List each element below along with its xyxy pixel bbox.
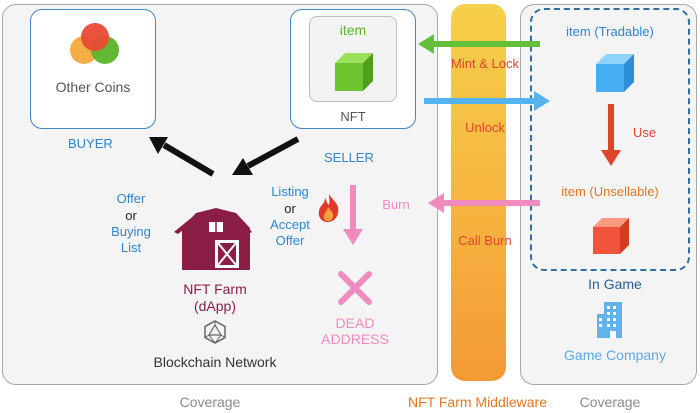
- buyer-label: BUYER: [68, 136, 113, 151]
- listing-line1: Listing: [271, 184, 309, 199]
- right-coverage-label: Coverage: [579, 394, 641, 410]
- offer-line3: Buying: [111, 224, 151, 239]
- red-cube-icon: [593, 218, 629, 254]
- fire-icon: [318, 194, 339, 222]
- use-arrow: [601, 104, 621, 166]
- burn-label: Burn: [382, 197, 410, 212]
- mint-lock-arrow: [418, 34, 540, 54]
- offer-line4: List: [120, 240, 142, 255]
- dead-address-arrow: [343, 185, 363, 245]
- middleware-label: NFT Farm Middleware: [408, 394, 547, 410]
- nft-item-label: item: [339, 22, 367, 38]
- barn-icon: [174, 208, 252, 270]
- in-game-label: In Game: [588, 276, 642, 292]
- tradable-label: item (Tradable): [566, 24, 654, 39]
- coins-icon: [70, 23, 119, 64]
- listing-line4: Offer: [275, 233, 305, 248]
- unlock-arrow: [424, 91, 550, 111]
- left-coverage-label: Coverage: [179, 394, 241, 410]
- green-cube-icon: [335, 53, 373, 91]
- nft-to-farm-arrow: [232, 136, 300, 175]
- farm-line2: (dApp): [193, 298, 237, 314]
- middleware-bar: [451, 4, 506, 381]
- call-burn-label: Call Burn: [458, 233, 512, 248]
- dead-line1: DEAD: [335, 315, 375, 331]
- use-label: Use: [633, 125, 657, 140]
- seller-label: SELLER: [324, 150, 374, 165]
- unlock-label: Unlock: [465, 120, 505, 135]
- other-coins-label: Other Coins: [55, 79, 131, 95]
- building-icon: [597, 302, 622, 338]
- burn-arrow: [428, 193, 540, 213]
- game-company-label: Game Company: [564, 347, 666, 363]
- unsellable-label: item (Unsellable): [561, 184, 659, 199]
- listing-line2: or: [284, 201, 296, 216]
- farm-line1: NFT Farm: [183, 281, 247, 297]
- blockchain-label: Blockchain Network: [153, 354, 277, 370]
- offer-line2: or: [125, 208, 137, 223]
- mint-lock-label: Mint & Lock: [451, 56, 519, 71]
- in-game-region: [530, 8, 690, 271]
- dead-x-icon: [338, 271, 372, 305]
- dead-line2: ADDRESS: [321, 331, 389, 347]
- blue-cube-icon: [596, 54, 634, 92]
- offer-line1: Offer: [116, 191, 146, 206]
- blockchain-icon: [204, 320, 226, 344]
- farm-to-buyer-arrow: [149, 137, 215, 177]
- listing-line3: Accept: [270, 217, 310, 232]
- nft-label: NFT: [340, 109, 366, 124]
